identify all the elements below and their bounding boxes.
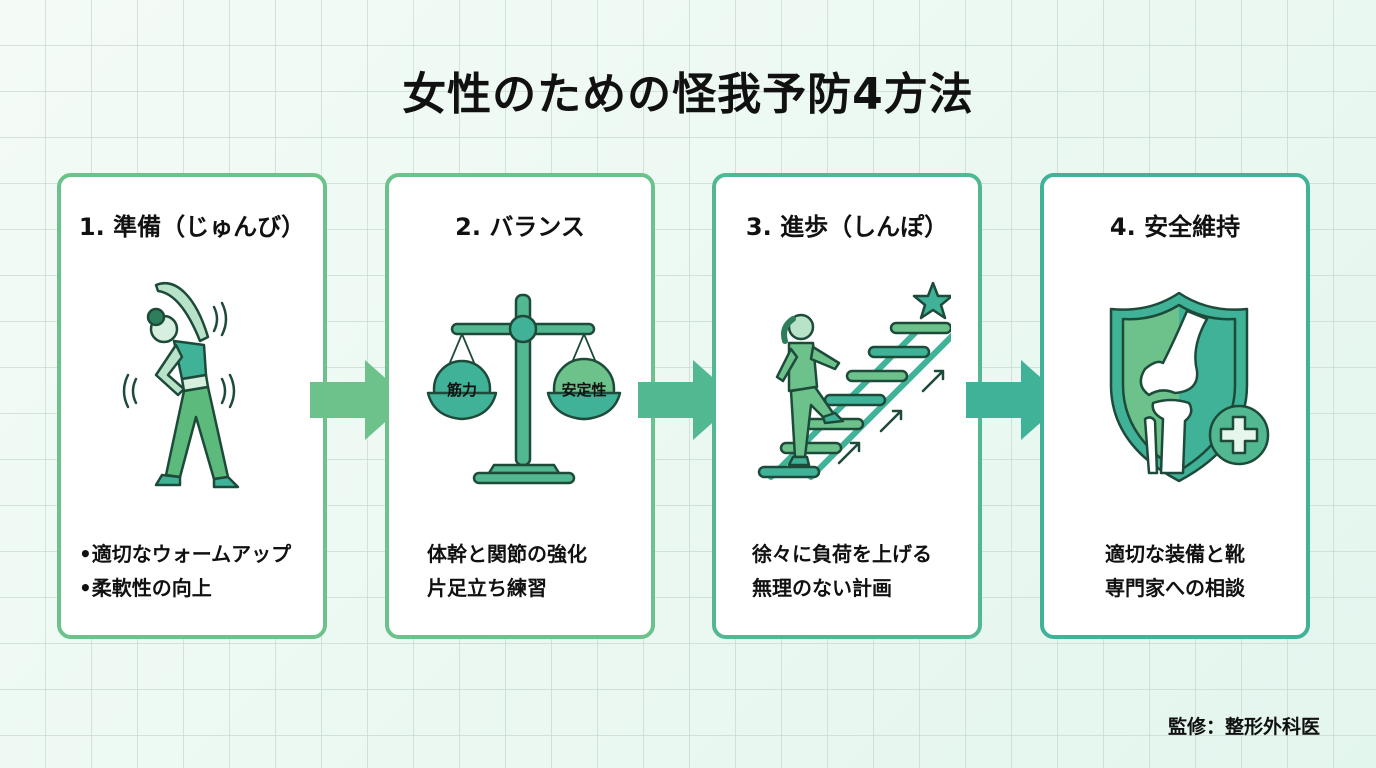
scale-label-stability: 安定性 <box>561 381 606 399</box>
supervision-credit: 監修：整形外科医 <box>1167 716 1320 738</box>
woman-climbing-ladder-icon <box>757 281 951 480</box>
step-title: 4. 安全維持 <box>1109 213 1241 241</box>
step-title: 1. 準備（じゅんび） <box>78 213 306 241</box>
step-title: 3. 進歩（しんぽ） <box>745 213 949 241</box>
bullet-item: •柔軟性の向上 <box>79 576 212 600</box>
step-description: 体幹と関節の強化 片足立ち練習 <box>389 537 651 605</box>
step-description: 適切な装備と靴 専門家への相談 <box>1044 537 1306 605</box>
description-line: 徐々に負荷を上げる <box>752 542 932 566</box>
bullet-item: •適切なウォームアップ <box>79 542 292 566</box>
step-card-safety: 4. 安全維持 適切な装備と靴 専門家への相談 <box>1040 173 1310 639</box>
step-title: 2. バランス <box>455 213 585 241</box>
description-line: 専門家への相談 <box>1105 576 1245 600</box>
step-card-progress: 3. 進歩（しんぽ） <box>712 173 982 639</box>
description-line: 体幹と関節の強化 <box>427 542 587 566</box>
description-line: 片足立ち練習 <box>427 576 547 600</box>
description-line: 無理のない計画 <box>752 576 892 600</box>
description-line: 適切な装備と靴 <box>1105 542 1245 566</box>
scale-label-strength: 筋力 <box>446 381 477 399</box>
step-card-balance: 2. バランス 筋力 安定性 体幹と関節の強化 片足立ち練習 <box>385 173 655 639</box>
woman-stretching-icon <box>122 282 240 489</box>
step-description: 徐々に負荷を上げる 無理のない計画 <box>716 537 978 605</box>
page-title: 女性のための怪我予防4方法 <box>402 69 974 120</box>
balance-scale-icon: 筋力 安定性 <box>426 293 622 485</box>
step-card-preparation: 1. 準備（じゅんび） •適切な <box>57 173 327 639</box>
step-description: •適切なウォームアップ •柔軟性の向上 <box>61 537 323 605</box>
shield-knee-plus-icon <box>1109 291 1270 483</box>
